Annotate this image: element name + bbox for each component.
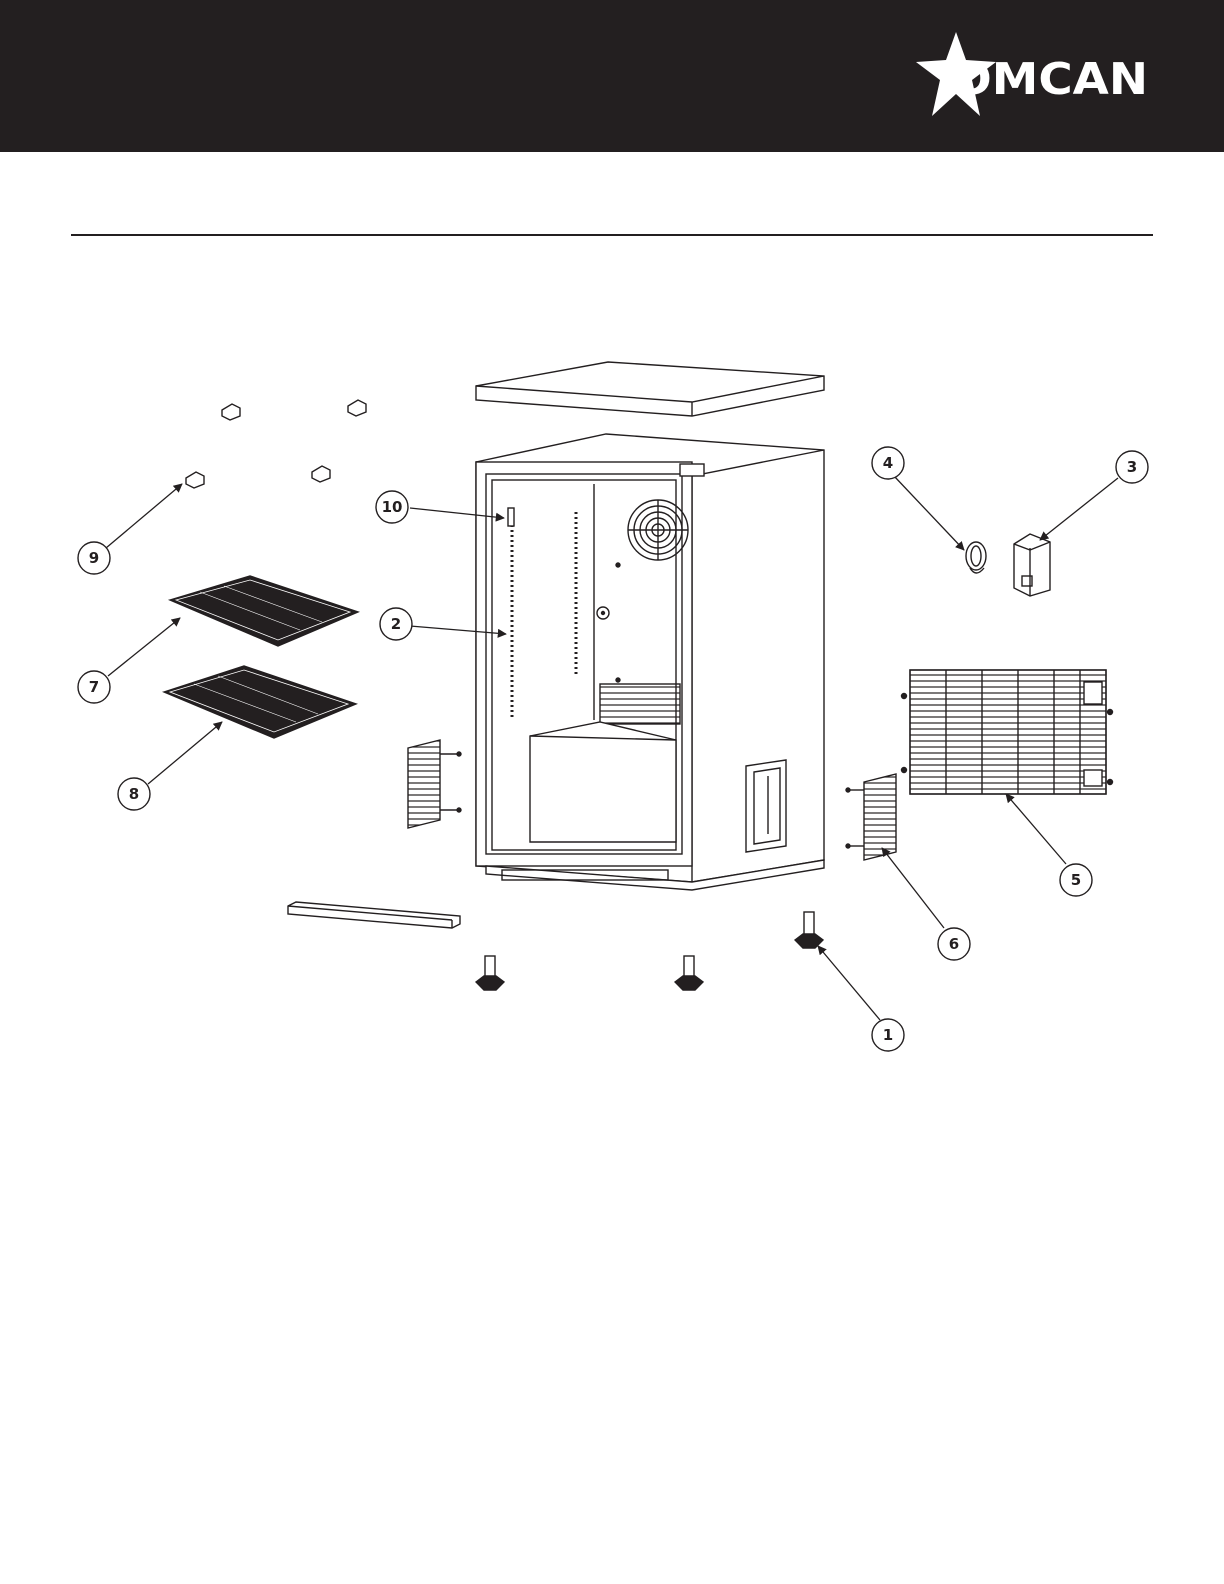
cabinet-body [476,434,824,890]
light-bulb-part [966,542,986,573]
callout-6-label: 6 [949,935,959,953]
callout-4-label: 4 [883,454,893,472]
leveling-legs [476,912,823,990]
rear-grill [902,670,1113,794]
callout-10: 10 [376,491,408,523]
callout-2: 2 [380,608,412,640]
callout-5-label: 5 [1071,871,1081,889]
kick-plate [288,902,460,928]
callout-8-label: 8 [129,785,139,803]
callout-1: 1 [872,1019,904,1051]
callout-1-label: 1 [883,1026,893,1044]
callout-3: 3 [1116,451,1148,483]
shelf-clips [186,400,366,488]
callout-8: 8 [118,778,150,810]
small-vent-grill-right [846,774,896,860]
small-vent-grill-left [408,740,461,828]
wire-shelf-upper [170,576,358,646]
control-box [1014,534,1050,596]
callout-10-label: 10 [382,498,403,516]
callout-7: 7 [78,671,110,703]
top-panel [476,362,824,416]
callout-2-label: 2 [391,615,401,633]
callout-9: 9 [78,542,110,574]
callout-3-label: 3 [1127,458,1137,476]
wire-shelf-lower [164,666,356,738]
callout-5: 5 [1060,864,1092,896]
callout-9-label: 9 [89,549,99,567]
callout-6: 6 [938,928,970,960]
callout-4: 4 [872,447,904,479]
callout-7-label: 7 [89,678,99,696]
